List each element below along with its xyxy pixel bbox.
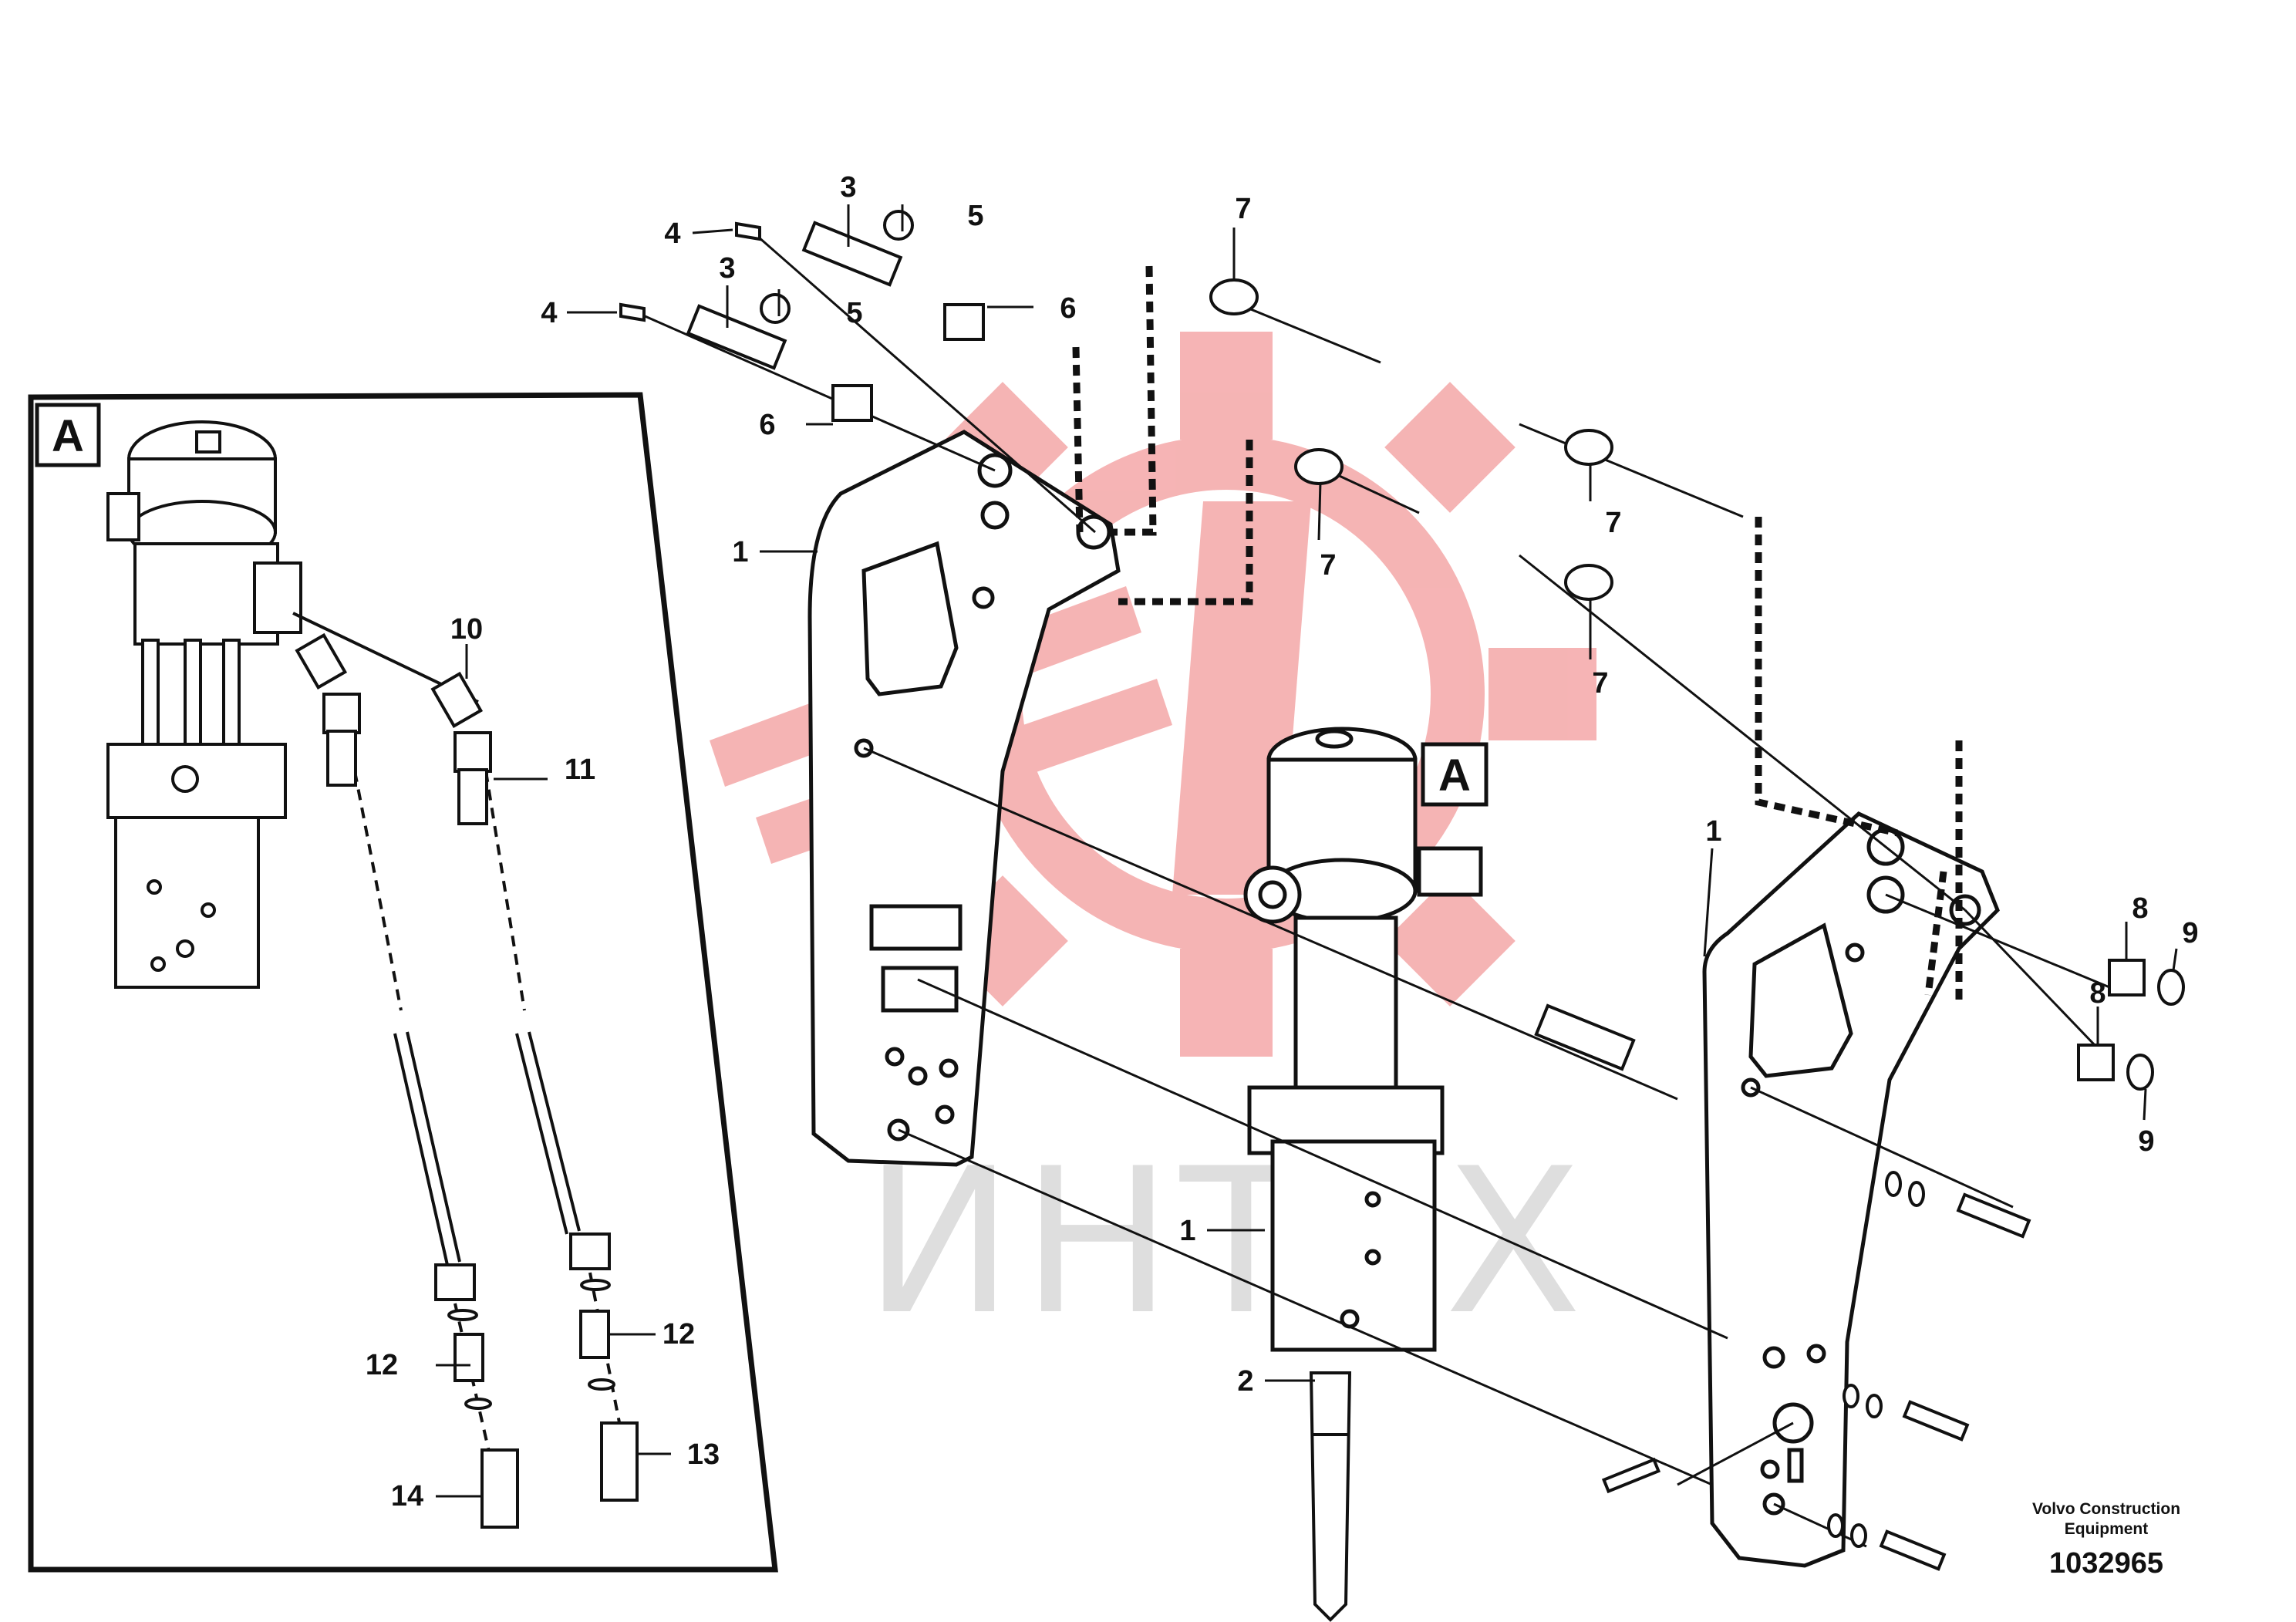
callout-3-lower: 3 [719, 252, 735, 285]
callout-1-breaker: 1 [1179, 1215, 1195, 1247]
callout-6-lower: 6 [759, 409, 775, 441]
callout-11: 11 [565, 754, 595, 786]
chisel-tool [1309, 1371, 1352, 1622]
callout-3-upper: 3 [840, 171, 856, 204]
callout-5-upper: 5 [967, 200, 983, 232]
callout-6-upper: 6 [1060, 292, 1076, 325]
hatched-guide-lines [1072, 265, 1963, 1003]
callout-9-upper: 9 [2182, 917, 2198, 949]
breaker-body [1243, 727, 1483, 1352]
callout-13: 13 [687, 1438, 720, 1471]
callout-14: 14 [391, 1480, 423, 1512]
callout-5-lower: 5 [846, 297, 862, 329]
pins-and-bushings [619, 210, 2185, 1571]
callout-7-right-lower: 7 [1592, 667, 1608, 700]
watermark-text: ИНТЕХ [864, 1126, 1590, 1359]
callout-12-left: 12 [366, 1349, 398, 1381]
right-frame-plate [1702, 811, 2000, 1568]
callout-12-right: 12 [663, 1318, 695, 1351]
drawing-credit: Volvo Construction Equipment 1032965 [1983, 1499, 2230, 1580]
callout-4-lower: 4 [541, 297, 557, 329]
callout-7-right-upper: 7 [1605, 507, 1621, 539]
callouts: 1 1 1 2 3 3 4 4 5 5 6 6 7 7 7 7 8 8 9 9 … [366, 171, 2199, 1512]
callout-8-lower: 8 [2089, 977, 2106, 1010]
callout-7-middle: 7 [1320, 549, 1336, 582]
callout-4-upper: 4 [664, 218, 680, 250]
valve-assembly [106, 420, 302, 989]
callout-10: 10 [450, 613, 483, 646]
owner-line-2: Equipment [2064, 1520, 2149, 1538]
detail-a-frame: A [28, 392, 778, 1573]
detail-a-reference: A [1421, 742, 1489, 807]
hose-fittings [295, 632, 639, 1529]
detail-a-label: A [52, 411, 84, 461]
detail-a-ref-label: A [1438, 750, 1471, 801]
callout-8-upper: 8 [2132, 892, 2148, 925]
callout-1-right-frame: 1 [1705, 815, 1721, 848]
callout-7-top: 7 [1235, 193, 1251, 225]
left-frame-plate [807, 430, 1121, 1167]
drawing-number: 1032965 [2049, 1547, 2163, 1580]
assembly-leader-lines [636, 230, 2115, 1548]
callout-2: 2 [1237, 1365, 1253, 1398]
callout-1-left-frame: 1 [732, 536, 748, 568]
callout-9-lower: 9 [2138, 1125, 2154, 1158]
callout-leaders [436, 204, 2178, 1498]
owner-line-1: Volvo Construction [2031, 1500, 2181, 1518]
